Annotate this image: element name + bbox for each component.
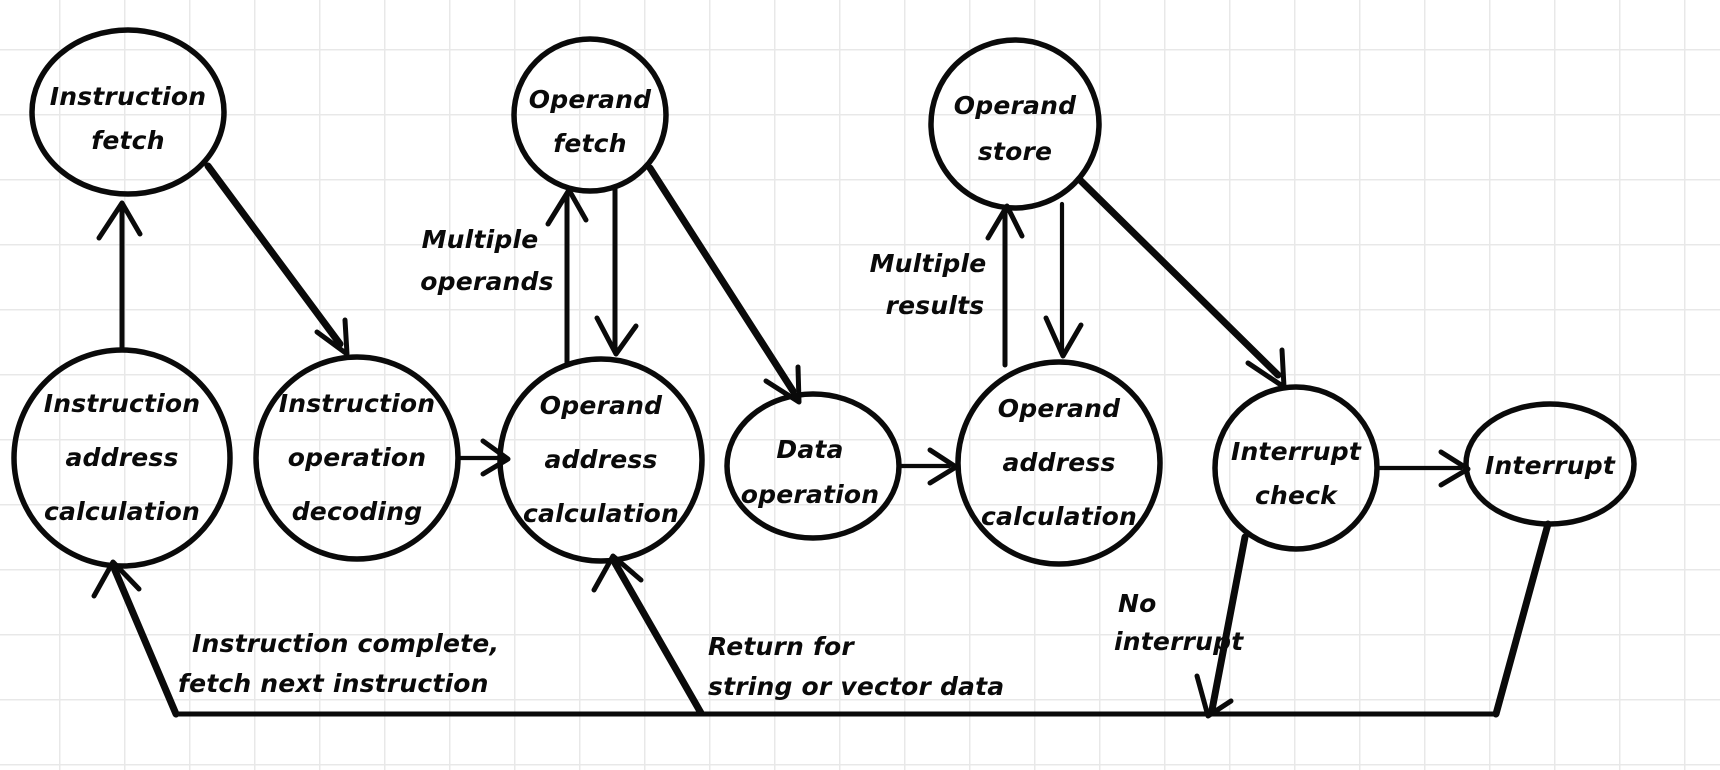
- edge-label-line: interrupt: [1114, 627, 1244, 656]
- node-label-line: calculation: [523, 499, 679, 528]
- edge-interrupt-check-to-interrupt: [1375, 449, 1471, 488]
- node-operand-address-calculation-1[interactable]: Operand address calculation: [497, 356, 705, 564]
- edge-label-line: Multiple: [870, 249, 987, 278]
- edge-label-no-interrupt: No interrupt: [1114, 589, 1244, 656]
- edge-label-multiple-operands: Multiple operands: [420, 225, 553, 296]
- node-label-line: calculation: [44, 497, 200, 526]
- edge-label-line: Return for: [708, 632, 855, 661]
- node-label-line: Operand: [540, 391, 663, 420]
- edge-interrupt-to-bottom-bus: [1492, 520, 1552, 718]
- node-label-line: Interrupt: [1231, 437, 1362, 466]
- edge-operand-fetch-to-oac1: [594, 185, 639, 357]
- node-operand-fetch[interactable]: Operand fetch: [511, 36, 669, 194]
- node-label-line: decoding: [292, 497, 423, 526]
- edge-label-line: string or vector data: [708, 672, 1004, 701]
- node-label-line: fetch: [553, 129, 626, 158]
- node-instruction-operation-decoding[interactable]: Instruction operation decoding: [253, 354, 461, 562]
- node-label-line: operation: [288, 443, 427, 472]
- node-label-line: calculation: [981, 502, 1137, 531]
- edge-label-line: Multiple: [422, 225, 539, 254]
- edge-operand-store-to-oac2: [1043, 201, 1084, 359]
- node-label-line: Instruction: [50, 82, 207, 111]
- node-label-line: Operand: [529, 85, 652, 114]
- node-label-line: store: [978, 137, 1052, 166]
- edge-bottom-to-iac: [91, 559, 180, 718]
- edge-label-line: No: [1118, 589, 1157, 618]
- node-label-line: Instruction: [279, 389, 436, 418]
- edge-operand-fetch-to-data-operation: [646, 164, 802, 405]
- edge-label-multiple-results: Multiple results: [870, 249, 987, 320]
- node-operand-address-calculation-2[interactable]: Operand address calculation: [955, 359, 1163, 567]
- edge-label-return-for-string: Return for string or vector data: [708, 632, 1004, 701]
- node-label-line: Instruction: [44, 389, 201, 418]
- node-interrupt[interactable]: Interrupt: [1463, 401, 1637, 527]
- edge-label-line: operands: [420, 267, 553, 296]
- edge-label-line: results: [886, 291, 985, 320]
- node-instruction-fetch[interactable]: Instruction fetch: [29, 27, 227, 197]
- edge-operand-store-to-interrupt-check: [1076, 176, 1287, 390]
- edge-iac-to-if: [96, 200, 143, 353]
- edge-interrupt-check-no-interrupt: [1194, 533, 1249, 719]
- node-label-line: check: [1255, 481, 1338, 510]
- edge-oac2-to-operand-store: [985, 203, 1025, 368]
- node-label-line: address: [1002, 448, 1115, 477]
- node-instruction-address-calculation[interactable]: Instruction address calculation: [11, 347, 233, 569]
- edge-data-operation-to-oac2: [896, 447, 959, 486]
- node-label-line: address: [544, 445, 657, 474]
- edge-label-line: Instruction complete,: [192, 629, 499, 658]
- node-label-line: operation: [741, 480, 880, 509]
- node-label-line: fetch: [91, 126, 164, 155]
- node-operand-store[interactable]: Operand store: [928, 37, 1102, 211]
- node-label-line: Operand: [954, 91, 1077, 120]
- edge-if-to-iod: [204, 162, 350, 357]
- node-label-line: Interrupt: [1485, 451, 1616, 480]
- edge-iod-to-oac1: [456, 438, 511, 477]
- node-data-operation[interactable]: Data operation: [724, 391, 902, 541]
- edge-bottom-to-oac1: [591, 553, 705, 717]
- edge-label-line: fetch next instruction: [178, 669, 489, 698]
- node-label-line: Operand: [998, 394, 1121, 423]
- node-label-line: address: [65, 443, 178, 472]
- node-interrupt-check[interactable]: Interrupt check: [1212, 384, 1380, 552]
- edge-label-instruction-complete: Instruction complete, fetch next instruc…: [178, 629, 499, 698]
- node-label-line: Data: [776, 435, 843, 464]
